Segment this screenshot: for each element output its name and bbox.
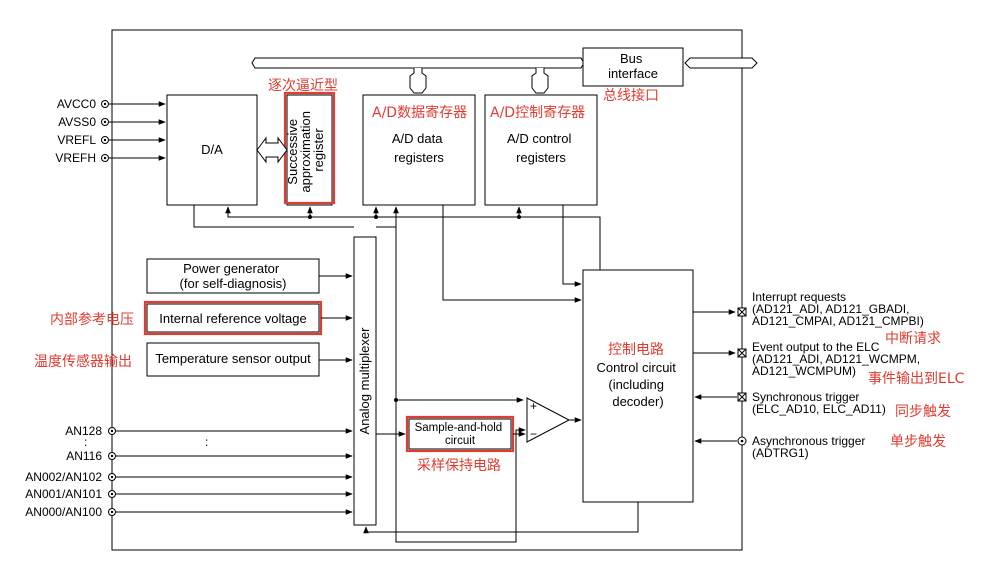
svg-text:Interrupt requests: Interrupt requests xyxy=(752,290,846,304)
annotation-interrupt: 中断请求 xyxy=(885,331,941,347)
svg-text:Synchronous trigger: Synchronous trigger xyxy=(752,390,859,404)
bus-drop-data xyxy=(409,68,427,94)
interrupt-requests-signal: Interrupt requests (AD121_ADI, AD121_GBA… xyxy=(693,290,924,328)
pin-ellipsis-middle: : xyxy=(205,435,208,449)
ad-control-registers-label: A/D control registers xyxy=(507,131,575,165)
sample-and-hold-block xyxy=(408,418,512,450)
svg-text:AN000/AN100: AN000/AN100 xyxy=(25,505,102,519)
pin-an001: AN001/AN101 xyxy=(25,487,353,501)
pin-an000: AN000/AN100 xyxy=(25,505,353,519)
pin-vrefh: VREFH xyxy=(55,151,166,165)
control-circuit-block xyxy=(582,269,694,503)
da-sar-link xyxy=(256,136,288,164)
comparator-plus: + xyxy=(530,399,537,413)
internal-wiring xyxy=(193,205,639,543)
da-block xyxy=(166,94,258,206)
comparator-minus: − xyxy=(530,427,537,441)
pin-ellipsis-left: : xyxy=(84,435,87,449)
annotation-internal-reference: 内部参考电压 xyxy=(50,311,134,328)
svg-text:AN128: AN128 xyxy=(65,424,102,438)
svg-text:VREFL: VREFL xyxy=(57,133,96,147)
annotation-temperature-sensor: 温度传感器输出 xyxy=(34,353,132,370)
annotations: 逐次逼近型 A/D数据寄存器 A/D控制寄存器 总线接口 内部参考电压 温度传感… xyxy=(34,78,965,474)
temperature-sensor-block xyxy=(146,342,320,377)
control-circuit-label: Control circuit (including decoder) xyxy=(596,360,679,409)
internal-reference-voltage-block xyxy=(146,303,320,333)
ad-control-registers-block xyxy=(484,94,598,206)
annotation-data-registers: A/D数据寄存器 xyxy=(372,104,467,121)
power-generator-label: Power generator (for self-diagnosis) xyxy=(180,261,287,291)
svg-text:AVCC0: AVCC0 xyxy=(57,97,96,111)
pin-an128: AN128 xyxy=(65,424,353,438)
annotation-async-trigger: 单步触发 xyxy=(890,434,946,450)
annotation-event-output: 事件输出到ELC xyxy=(868,371,965,387)
sar-label: Successive approximation register xyxy=(285,107,326,192)
annotation-sar: 逐次逼近型 xyxy=(268,78,338,94)
pin-avcc0: AVCC0 xyxy=(57,97,166,111)
annotation-control-registers: A/D控制寄存器 xyxy=(490,104,585,121)
bus-interface-label: Bus interface xyxy=(608,51,658,81)
sar-block xyxy=(286,94,333,206)
svg-text:AN002/AN102: AN002/AN102 xyxy=(25,470,102,484)
annotation-sample-and-hold: 采样保持电路 xyxy=(417,458,501,474)
internal-reference-voltage-label: Internal reference voltage xyxy=(159,311,306,326)
svg-text:AD121_CMPAI, AD121_CMPBI): AD121_CMPAI, AD121_CMPBI) xyxy=(752,314,924,328)
svg-text:Event output to the ELC: Event output to the ELC xyxy=(752,340,880,354)
bus-drop-control xyxy=(531,68,549,94)
synchronous-trigger-signal: Synchronous trigger (ELC_AD10, ELC_AD11) xyxy=(694,390,886,416)
ad-data-registers-block xyxy=(362,94,476,206)
svg-text:AVSS0: AVSS0 xyxy=(58,115,96,129)
comparator xyxy=(526,397,571,443)
svg-text:VREFH: VREFH xyxy=(55,151,96,165)
svg-text:AN116: AN116 xyxy=(66,449,102,463)
power-generator-block xyxy=(146,258,320,294)
analog-multiplexer-block xyxy=(353,236,377,526)
sample-and-hold-label: Sample-and-hold circuit xyxy=(415,422,506,447)
annotation-sync-trigger: 同步触发 xyxy=(895,404,951,420)
bus-interface-block xyxy=(582,47,684,87)
pin-an002: AN002/AN102 xyxy=(25,470,353,484)
svg-text:AN001/AN101: AN001/AN101 xyxy=(25,487,102,501)
reference-pins: AVCC0 AVSS0 VREFL VREFH xyxy=(55,97,166,165)
event-output-signal: Event output to the ELC (AD121_ADI, AD12… xyxy=(693,340,920,378)
svg-text:Asynchronous trigger: Asynchronous trigger xyxy=(752,434,865,448)
da-label: D/A xyxy=(201,142,223,157)
asynchronous-trigger-signal: Asynchronous trigger (ADTRG1) xyxy=(694,434,865,460)
pin-vrefl: VREFL xyxy=(57,133,166,147)
svg-text:(AD121_ADI, AD121_GBADI,: (AD121_ADI, AD121_GBADI, xyxy=(752,302,909,316)
pin-an116: AN116 xyxy=(66,449,353,463)
pin-avss0: AVSS0 xyxy=(58,115,166,129)
analog-input-pins: AN128 : : AN116 AN002/AN102 AN001/AN101 … xyxy=(25,424,353,519)
svg-text:(ELC_AD10, ELC_AD11): (ELC_AD10, ELC_AD11) xyxy=(752,402,886,416)
analog-multiplexer-label: Analog multiplexer xyxy=(357,327,372,435)
annotation-bus-interface: 总线接口 xyxy=(603,87,659,104)
internal-bus xyxy=(251,57,585,69)
annotation-control-circuit: 控制电路 xyxy=(608,342,664,358)
svg-text:(ADTRG1): (ADTRG1) xyxy=(752,446,809,460)
external-bus xyxy=(684,57,758,69)
temperature-sensor-label: Temperature sensor output xyxy=(155,351,311,366)
svg-text:AD121_WCMPUM): AD121_WCMPUM) xyxy=(752,364,856,378)
svg-text:(AD121_ADI, AD121_WCMPM,: (AD121_ADI, AD121_WCMPM, xyxy=(752,352,920,366)
ad-data-registers-label: A/D data registers xyxy=(392,131,446,165)
